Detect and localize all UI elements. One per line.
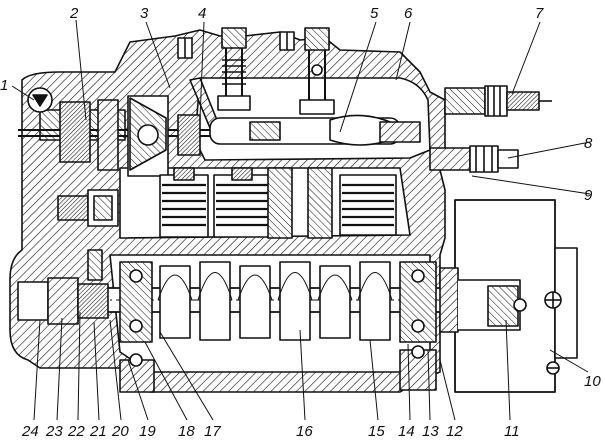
callout-11: 11 [504, 423, 520, 440]
callout-21: 21 [89, 423, 107, 440]
callout-1: 1 [0, 77, 8, 94]
shaft-end-left [17, 249, 109, 325]
callout-22: 22 [67, 423, 85, 440]
callout-23: 23 [45, 423, 63, 440]
callout-5: 5 [370, 5, 379, 22]
leader-lines [11, 19, 591, 421]
callout-labels: 1 2 3 4 5 6 7 8 9 10 11 12 13 14 15 16 1… [0, 5, 601, 440]
callout-16: 16 [296, 423, 313, 440]
callout-2: 2 [69, 5, 79, 22]
bearing-right [399, 261, 437, 343]
callout-19: 19 [139, 423, 156, 440]
left-gear [59, 101, 91, 163]
callout-20: 20 [111, 423, 129, 440]
callout-7: 7 [535, 5, 544, 22]
pump-element-4 [339, 174, 397, 236]
callout-3: 3 [140, 5, 149, 22]
callout-13: 13 [422, 423, 439, 440]
fitting-7 [444, 85, 552, 117]
callout-4: 4 [198, 5, 206, 22]
callout-24: 24 [21, 423, 39, 440]
callout-9: 9 [584, 187, 593, 204]
callout-6: 6 [404, 5, 413, 22]
callout-12: 12 [446, 423, 463, 440]
mount-bolt [57, 195, 89, 221]
callout-8: 8 [584, 135, 593, 152]
delivery-valve-left [217, 27, 251, 111]
pump-element-1 [159, 167, 209, 238]
coupling-housing [439, 199, 578, 393]
callout-14: 14 [398, 423, 415, 440]
bearing-left [119, 261, 153, 343]
callout-17: 17 [204, 423, 221, 440]
callout-10: 10 [584, 373, 601, 390]
callout-18: 18 [178, 423, 195, 440]
callout-15: 15 [368, 423, 385, 440]
pump-element-2 [213, 167, 271, 238]
pump-element-3 [267, 167, 333, 239]
fitting-8 [429, 145, 519, 173]
clutch-plate [97, 99, 119, 171]
top-screw [177, 31, 295, 59]
delivery-valve-right [299, 27, 335, 115]
